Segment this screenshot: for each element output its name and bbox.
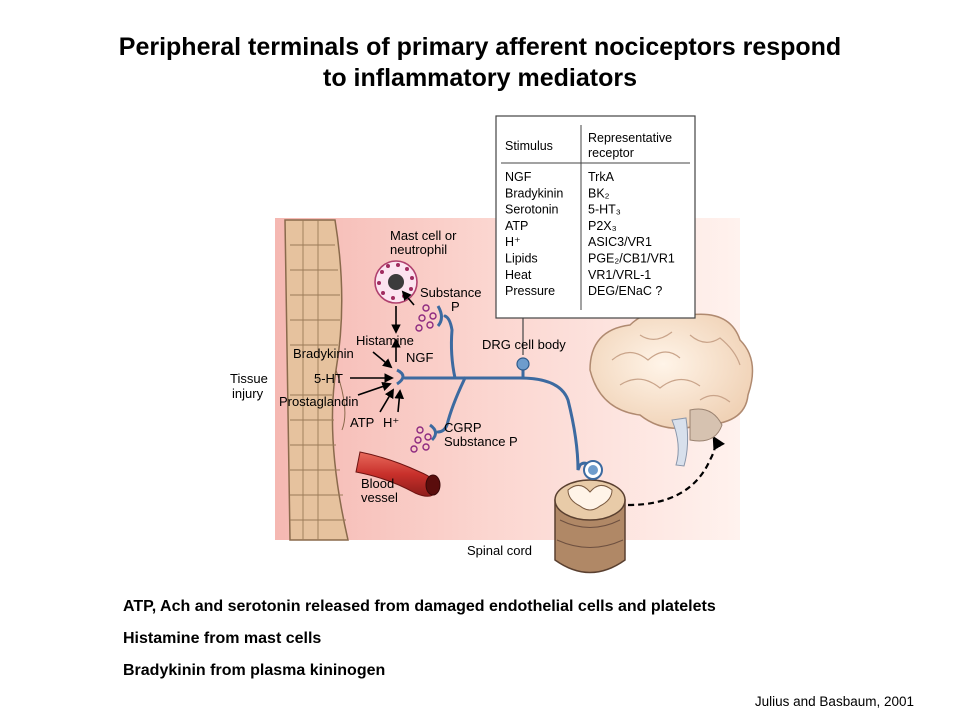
table-cell-stimulus: Pressure (505, 284, 555, 298)
table-cell-stimulus: NGF (505, 170, 532, 184)
drg-cell-body (516, 357, 530, 378)
slide-title: Peripheral terminals of primary afferent… (60, 32, 900, 94)
receptor-table: Stimulus Representative receptor NGF TrkA… (495, 115, 696, 355)
note-2: Histamine from mast cells (123, 630, 322, 647)
label-substance-p-line-1: Substance (420, 285, 481, 300)
table-cell-stimulus: Bradykinin (505, 186, 563, 200)
table-rows: NGF TrkA Bradykinin BK₂ Serotonin 5-HT₃ ATP P2X… (505, 170, 675, 298)
substance-p-vesicles (415, 304, 437, 332)
citation: Julius and Basbaum, 2001 (754, 694, 914, 709)
table-cell-receptor: BK₂ (588, 186, 610, 200)
label-atp: ATP (350, 415, 374, 430)
notes-list: ATP, Ach and serotonin released from dam… (123, 597, 763, 693)
label-neutrophil: neutrophil (390, 242, 447, 257)
slide-title-line-1: Peripheral terminals of primary afferent… (118, 33, 842, 61)
label-histamine: Histamine (356, 333, 414, 348)
note-3: Bradykinin from plasma kininogen (123, 662, 386, 679)
label-h-plus: H⁺ (383, 415, 399, 430)
label-5ht: 5-HT (314, 371, 343, 386)
mediator-arrows (350, 290, 415, 413)
brain (589, 310, 754, 467)
label-drg-cell-body: DRG cell body (482, 337, 566, 352)
blood-vessel (355, 451, 441, 497)
label-mast-cell: Mast cell or (390, 228, 457, 243)
table-header-receptor-line-1: Representative (588, 131, 672, 145)
label-bradykinin: Bradykinin (293, 346, 354, 361)
mast-cell (374, 260, 418, 304)
label-substance-p-2: Substance P (444, 434, 518, 449)
label-prostaglandin: Prostaglandin (279, 394, 359, 409)
table-cell-receptor: TrkA (588, 170, 615, 184)
slide-title-line-2: to inflammatory mediators (323, 64, 637, 92)
table-cell-stimulus: Serotonin (505, 203, 559, 217)
label-injury: injury (232, 386, 264, 401)
tissue-wall (284, 219, 349, 541)
label-substance-p-line-2: P (451, 299, 460, 314)
ascending-pathway-arrow (627, 435, 725, 507)
nociceptor-neuron (403, 314, 594, 471)
diagram-labels: Mast cell or neutrophil Substance P Hist… (230, 228, 566, 558)
note-1: ATP, Ach and serotonin released from dam… (123, 598, 716, 615)
table-cell-receptor: P2X₃ (588, 219, 617, 233)
table-cell-receptor: ASIC3/VR1 (588, 235, 652, 249)
table-cell-receptor: DEG/ENaC ? (588, 284, 662, 298)
label-spinal-cord: Spinal cord (467, 543, 532, 558)
cgrp-vesicles (410, 426, 432, 453)
label-cgrp: CGRP (444, 420, 482, 435)
table-cell-stimulus: H⁺ (505, 235, 521, 249)
label-vessel: vessel (361, 490, 398, 505)
table-header-receptor-line-2: receptor (588, 146, 634, 160)
label-blood: Blood (361, 476, 394, 491)
table-cell-receptor: VR1/VRL-1 (588, 268, 651, 282)
table-cell-stimulus: Lipids (505, 252, 538, 266)
table-cell-stimulus: Heat (505, 268, 532, 282)
table-cell-stimulus: ATP (505, 219, 528, 233)
table-cell-receptor: PGE₂/CB1/VR1 (588, 252, 675, 266)
spinal-cord (554, 460, 626, 574)
nerve-endings (396, 305, 443, 442)
table-cell-receptor: 5-HT₃ (588, 203, 621, 217)
table-header-stimulus: Stimulus (505, 139, 553, 153)
label-tissue: Tissue (230, 371, 268, 386)
label-ngf: NGF (406, 350, 434, 365)
